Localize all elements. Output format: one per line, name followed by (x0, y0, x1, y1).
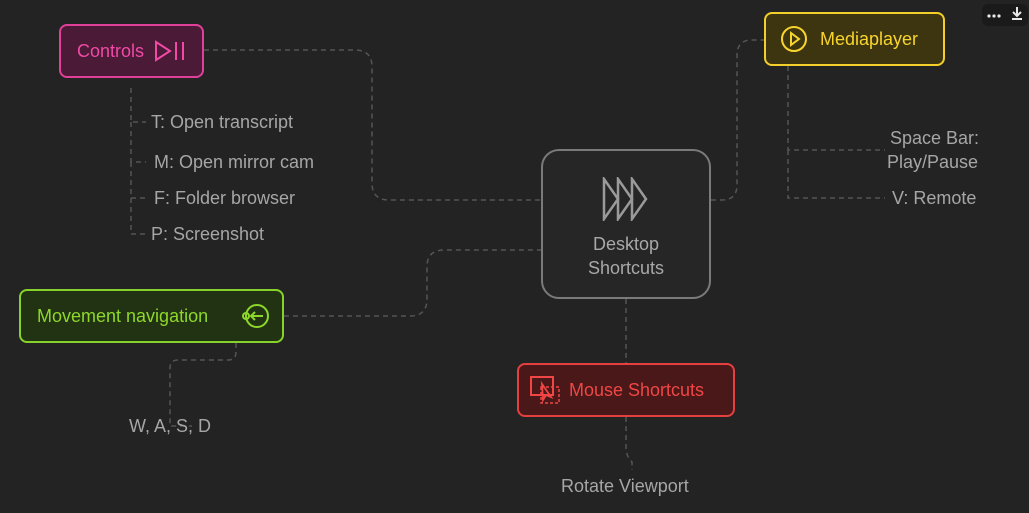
movement-navigation-node[interactable]: Movement navigation (19, 289, 284, 343)
download-icon[interactable] (1011, 6, 1023, 25)
controls-label: Controls (77, 40, 145, 61)
connector-controls (204, 49, 541, 201)
mouse-label: Mouse Shortcuts (569, 379, 705, 400)
top-right-toolbar (982, 4, 1028, 26)
movement-item-wasd: W, A, S, D (129, 416, 212, 436)
mediaplayer-item-remote: V: Remote (892, 188, 977, 208)
controls-node[interactable]: Controls (59, 24, 204, 78)
center-title-line1: Desktop (592, 234, 660, 254)
connector-movement (284, 249, 541, 317)
branch-mouse (625, 417, 633, 470)
play-pause-icon (154, 40, 188, 62)
mediaplayer-item-space-bar: Space Bar: (890, 128, 980, 148)
controls-item-mirror-cam: M: Open mirror cam (154, 152, 315, 172)
branch-movement (169, 343, 237, 427)
branch-controls (130, 88, 146, 235)
movement-label: Movement navigation (37, 305, 209, 326)
fast-forward-icon (602, 175, 650, 226)
controls-item-screenshot: P: Screenshot (151, 224, 265, 244)
connector-mediaplayer (711, 39, 764, 201)
mediaplayer-item-play-pause: Play/Pause (887, 152, 979, 172)
cursor-select-icon (529, 375, 561, 405)
play-circle-icon (780, 25, 808, 53)
controls-item-transcript: T: Open transcript (151, 112, 294, 132)
more-dots-icon[interactable] (987, 6, 1001, 24)
move-left-icon (240, 302, 270, 330)
mouse-item-rotate-viewport: Rotate Viewport (561, 476, 689, 496)
mouse-shortcuts-node[interactable]: Mouse Shortcuts (517, 363, 735, 417)
mediaplayer-node[interactable]: Mediaplayer (764, 12, 945, 66)
desktop-shortcuts-center-node[interactable]: Desktop Shortcuts (541, 149, 711, 299)
mediaplayer-label: Mediaplayer (820, 28, 919, 49)
controls-item-folder-browser: F: Folder browser (154, 188, 296, 208)
center-title-line2: Shortcuts (587, 258, 665, 278)
branch-mediaplayer (787, 66, 885, 199)
